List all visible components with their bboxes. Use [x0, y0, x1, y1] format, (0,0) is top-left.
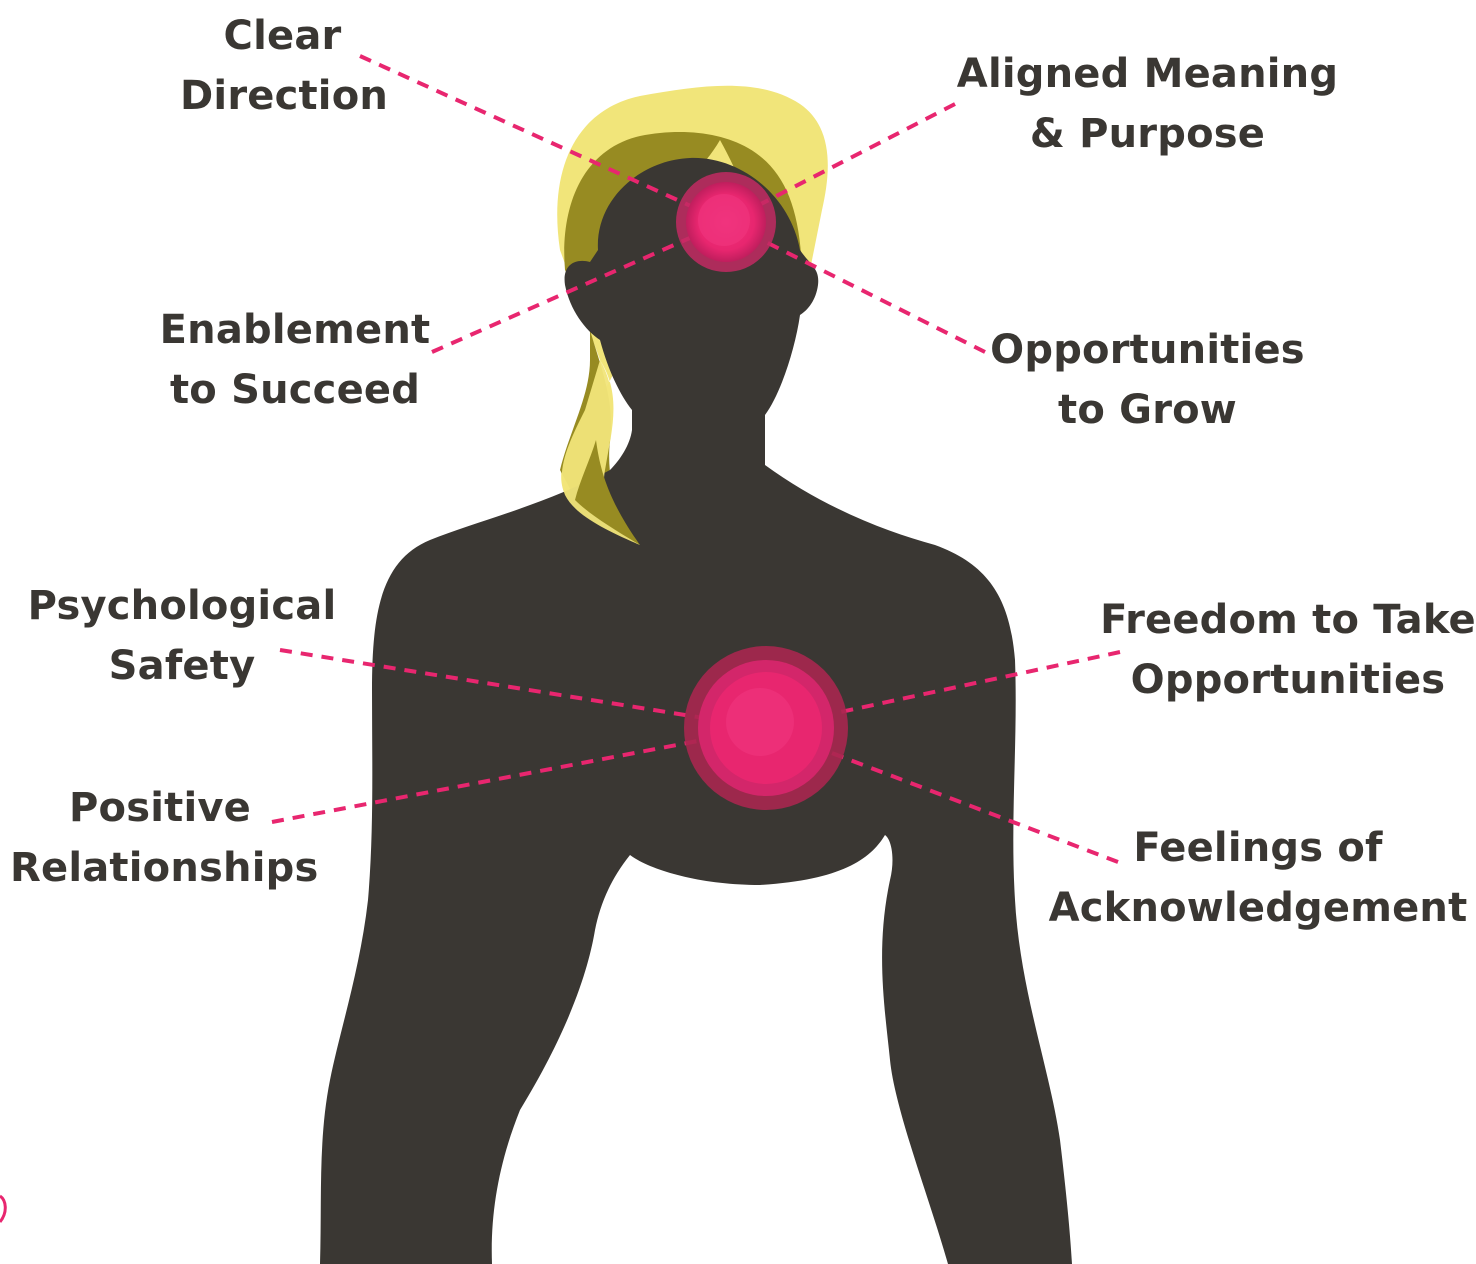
label-line: Direction [180, 73, 389, 119]
label-line: Opportunities [990, 327, 1305, 373]
label-freedom-to-take-opportunities: Freedom to Take Opportunities [1100, 590, 1476, 710]
heart-glow [684, 646, 848, 810]
label-psychological-safety: Psychological Safety [22, 576, 342, 696]
connector-enablement [431, 220, 727, 354]
label-positive-relationships: Positive Relationships [10, 778, 319, 898]
label-line: Psychological [27, 583, 337, 629]
head-glow [676, 172, 776, 272]
ponytail-shade [575, 440, 640, 545]
edge-mark [0, 1194, 7, 1223]
label-line: Positive [69, 785, 251, 831]
label-line: to Grow [1058, 387, 1237, 433]
label-line: Acknowledgement [1048, 885, 1468, 931]
connector-psych-safety [279, 648, 767, 730]
label-line: Safety [108, 643, 256, 689]
label-line: & Purpose [1029, 111, 1266, 157]
label-line: Opportunities [1130, 657, 1446, 703]
label-line: Aligned Meaning [956, 51, 1339, 97]
label-line: to Succeed [169, 367, 421, 413]
label-aligned-meaning: Aligned Meaning & Purpose [945, 44, 1350, 164]
label-feelings-of-acknowledgement: Feelings of Acknowledgement [1040, 818, 1476, 938]
label-line: Enablement [159, 307, 431, 353]
connector-clear-direction [359, 54, 727, 224]
label-line: Feelings of [1133, 825, 1383, 871]
label-clear-direction: Clear Direction [180, 6, 389, 126]
label-opportunities-grow: Opportunities to Grow [985, 320, 1310, 440]
label-enablement: Enablement to Succeed [150, 300, 440, 420]
label-line: Relationships [10, 845, 319, 891]
label-line: Clear [223, 13, 342, 59]
label-line: Freedom to Take [1100, 597, 1476, 643]
